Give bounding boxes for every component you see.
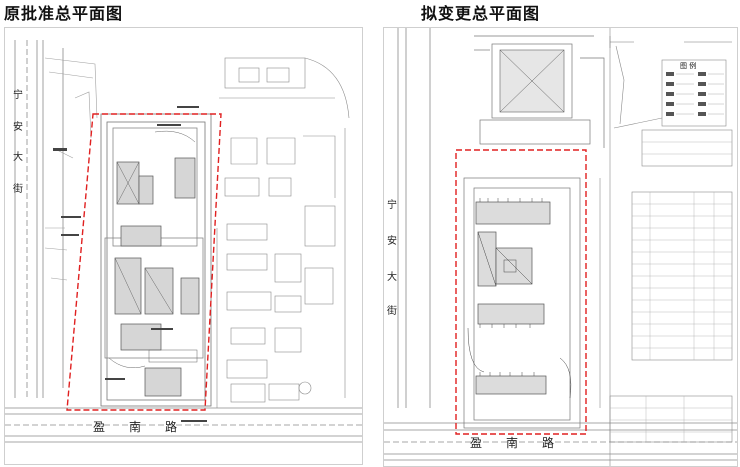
right-street-char-3: 大	[387, 270, 397, 283]
right-street-char-4: 街	[387, 304, 397, 317]
left-road-char-1: 盈	[93, 420, 105, 434]
right-road-char-2: 南	[506, 435, 518, 450]
proposed-site-plan-drawing: 宁 安 大 街 盈 南 路 图 例	[384, 28, 737, 466]
proposed-site-plan: 宁 安 大 街 盈 南 路 图 例	[383, 27, 738, 467]
original-site-plan: 宁 安 大 街 盈 南 路	[4, 27, 363, 465]
legend-title: 图 例	[680, 61, 696, 70]
left-road-char-2: 南	[129, 419, 141, 434]
left-street-char-1: 宁	[13, 88, 23, 101]
left-plan-title: 原批准总平面图	[4, 4, 124, 23]
left-street-char-4: 街	[13, 182, 23, 195]
right-street-char-1: 宁	[387, 198, 397, 211]
original-site-plan-drawing: 宁 安 大 街 盈 南 路	[5, 40, 362, 443]
right-plan-title: 拟变更总平面图	[421, 4, 541, 23]
right-road-char-3: 路	[542, 435, 554, 450]
left-street-char-3: 大	[13, 150, 23, 163]
right-road-char-1: 盈	[470, 436, 482, 450]
right-street-char-2: 安	[387, 234, 397, 247]
left-road-char-3: 路	[165, 419, 177, 434]
left-street-char-2: 安	[13, 120, 23, 133]
